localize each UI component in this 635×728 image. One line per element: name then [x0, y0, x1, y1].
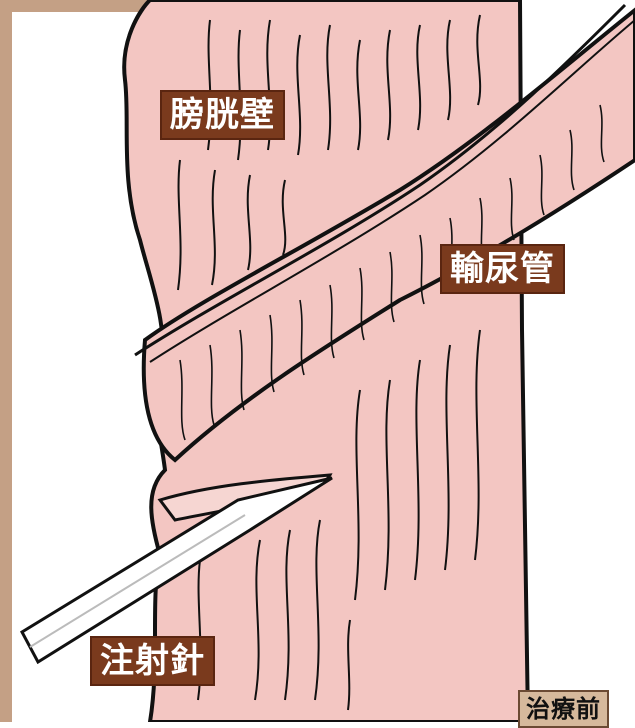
- injection-needle-label: 注射針: [90, 636, 215, 686]
- ureter-label: 輸尿管: [440, 244, 565, 294]
- frame-left-border: [0, 0, 12, 722]
- ureter-shape: [141, 7, 635, 463]
- before-treatment-label: 治療前: [518, 690, 609, 728]
- bladder-wall-label: 膀胱壁: [160, 90, 285, 140]
- injection-needle: [20, 476, 333, 665]
- ureter-lumen-line: [134, 3, 627, 357]
